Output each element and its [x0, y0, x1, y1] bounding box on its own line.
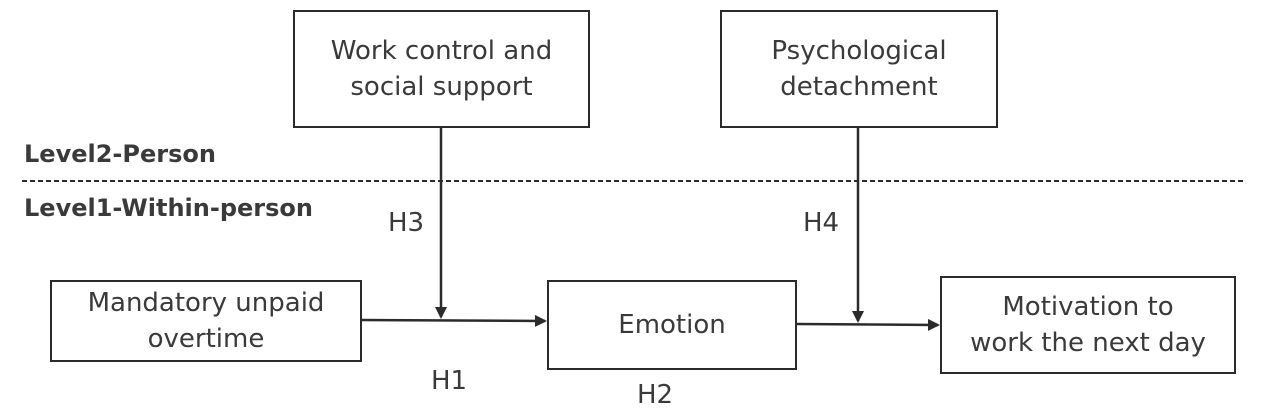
node-motivation-next-day: Motivation to work the next day: [940, 276, 1236, 374]
node-work-control-social-support: Work control and social support: [293, 10, 590, 128]
node-psychological-detachment: Psychological detachment: [720, 10, 998, 128]
node-label: Psychological detachment: [771, 36, 947, 102]
arrow-overtime-to-emotion: [361, 314, 547, 327]
node-label: Emotion: [618, 310, 726, 340]
node-mandatory-unpaid-overtime: Mandatory unpaid overtime: [50, 280, 362, 362]
hypothesis-h2-label: H2: [637, 380, 674, 410]
node-emotion: Emotion: [547, 280, 797, 370]
node-label: Work control and social support: [330, 36, 553, 102]
node-label: Mandatory unpaid overtime: [87, 288, 325, 354]
level1-label: Level1-Within-person: [24, 194, 313, 222]
arrow-emotion-to-motivation: [796, 318, 940, 331]
node-label: Motivation to work the next day: [970, 292, 1206, 358]
hypothesis-h1-label: H1: [431, 366, 468, 396]
level2-label: Level2-Person: [24, 140, 216, 168]
hypothesis-h4-label: H4: [803, 208, 840, 238]
hypothesis-h3-label: H3: [388, 208, 425, 238]
